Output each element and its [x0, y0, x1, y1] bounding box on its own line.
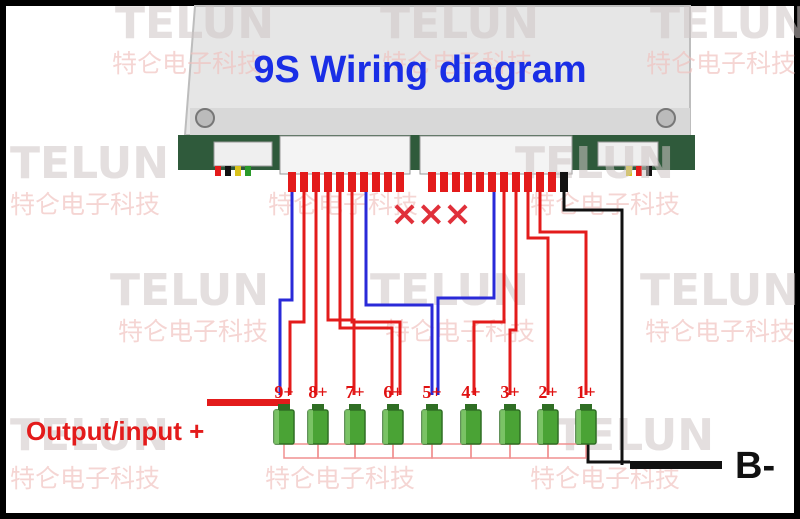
- cell-label: 4+: [461, 382, 480, 402]
- wires: [278, 192, 630, 465]
- wire: [350, 192, 402, 395]
- connector-left: [213, 141, 273, 167]
- battery-cell: 9+: [273, 382, 319, 459]
- connector-pin: [464, 172, 472, 192]
- connector-main-left: [279, 135, 411, 175]
- battery-cell: 4+: [460, 382, 511, 459]
- screw-right: [656, 108, 676, 128]
- wire: [364, 192, 434, 395]
- cell-label: 1+: [576, 382, 595, 402]
- connector-pin: [348, 172, 356, 192]
- connector-pin: [524, 172, 532, 192]
- connector-pin: [548, 172, 556, 192]
- watermark-cn: 特仑电子科技: [382, 49, 532, 78]
- connector-pin: [324, 172, 332, 192]
- battery-cell: 1+: [575, 382, 597, 445]
- battery-terminal: [542, 404, 554, 410]
- connector-main-right: [419, 135, 573, 175]
- wire: [538, 192, 588, 395]
- watermark-cn: 特仑电子科技: [118, 317, 268, 346]
- watermark-cn: 特仑电子科技: [646, 49, 796, 78]
- cell-label: 9+: [274, 382, 293, 402]
- watermark-en: TELUN: [110, 265, 269, 316]
- cell-label: 6+: [383, 382, 402, 402]
- output-input-label: Output/input +: [26, 416, 204, 446]
- connector-pin: [336, 172, 344, 192]
- connector-pin: [360, 172, 368, 192]
- watermark-cn: 特仑电子科技: [112, 49, 262, 78]
- connector-pin: [500, 172, 508, 192]
- connector-pin: [452, 172, 460, 192]
- watermark-en: TELUN: [640, 265, 799, 316]
- connector-pin: [372, 172, 380, 192]
- battery-terminal: [278, 404, 290, 410]
- connector-pin: [440, 172, 448, 192]
- watermark-en: TELUN: [650, 0, 800, 49]
- connector-pin: [300, 172, 308, 192]
- battery-cell: 5+: [421, 382, 472, 459]
- cell-label: 7+: [345, 382, 364, 402]
- bminus-lead: [630, 461, 722, 469]
- screw-left: [195, 108, 215, 128]
- watermark-en: TELUN: [380, 0, 539, 49]
- connector-pin: [536, 172, 544, 192]
- wire: [562, 192, 624, 465]
- battery-cell: 8+: [307, 382, 356, 459]
- wire: [526, 192, 550, 395]
- unused-pins-cross-marks: ×××: [390, 194, 469, 234]
- wire: [508, 192, 518, 395]
- connector-pin-bminus: [560, 172, 568, 192]
- battery-terminal: [426, 404, 438, 410]
- battery-terminal: [580, 404, 592, 410]
- cell-label: 8+: [308, 382, 327, 402]
- connector-pin: [488, 172, 496, 192]
- battery-cell: 2+: [537, 382, 587, 459]
- battery-cell: 7+: [344, 382, 394, 459]
- battery-terminal: [465, 404, 477, 410]
- cell-label: 5+: [422, 382, 441, 402]
- diagram-title: 9S Wiring diagram: [253, 49, 586, 91]
- connector-pin: [384, 172, 392, 192]
- battery-terminal: [349, 404, 361, 410]
- battery-cells: 9+ 8+ 7+ 6+ 5+ 4+ 3+ 2+ 1+: [273, 382, 597, 459]
- output-terminal-bar: [207, 399, 290, 406]
- watermark-cn: 特仑电子科技: [530, 190, 680, 219]
- connector-pin: [512, 172, 520, 192]
- watermark-en: TELUN: [10, 410, 169, 461]
- connector-pin: [476, 172, 484, 192]
- connector-pins: [288, 172, 568, 192]
- watermark-cn: 特仑电子科技: [10, 190, 160, 219]
- wire: [338, 192, 394, 395]
- bminus-label: B-: [735, 445, 775, 487]
- watermark-en: TELUN: [10, 138, 169, 189]
- connector-pin: [288, 172, 296, 192]
- cell-label: 2+: [538, 382, 557, 402]
- wire: [472, 192, 506, 395]
- watermark-cn: 特仑电子科技: [10, 464, 160, 493]
- watermark-cn: 特仑电子科技: [265, 464, 415, 493]
- connector-pin: [396, 172, 404, 192]
- wire: [278, 192, 294, 395]
- wire: [436, 192, 496, 395]
- watermark-cn: 特仑电子科技: [645, 317, 795, 346]
- wire: [288, 192, 306, 395]
- battery-terminal: [312, 404, 324, 410]
- battery-terminal: [504, 404, 516, 410]
- connector-pin: [428, 172, 436, 192]
- connector-pin: [312, 172, 320, 192]
- bms-board: [178, 5, 695, 176]
- cell-label: 3+: [500, 382, 519, 402]
- watermarks: TELUN TELUN TELUN 特仑电子科技 特仑电子科技 特仑电子科技 T…: [10, 0, 800, 493]
- battery-cell: 3+: [499, 382, 549, 459]
- battery-terminal: [387, 404, 399, 410]
- watermark-en: TELUN: [115, 0, 274, 49]
